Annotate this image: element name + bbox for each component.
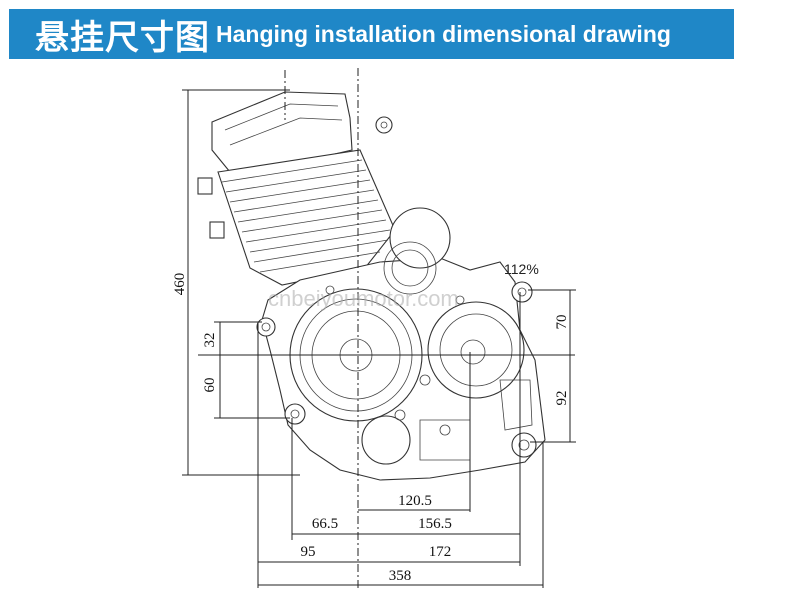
dim-95: 95 — [301, 544, 316, 560]
dim-92: 92 — [554, 391, 570, 406]
title-english: Hanging installation dimensional drawing — [216, 20, 671, 47]
dim-172: 172 — [429, 544, 452, 560]
title-banner: 悬挂尺寸图 Hanging installation dimensional d… — [9, 9, 734, 59]
dim-70: 70 — [554, 315, 570, 330]
dim-60: 60 — [202, 378, 218, 393]
dim-156-5: 156.5 — [418, 516, 452, 532]
dim-358: 358 — [389, 568, 412, 584]
title-chinese: 悬挂尺寸图 — [35, 17, 210, 58]
dim-460: 460 — [172, 273, 188, 296]
dimension-lines — [182, 68, 576, 588]
zoom-label: 112% — [504, 261, 539, 277]
dim-66-5: 66.5 — [312, 516, 338, 532]
dim-120-5: 120.5 — [398, 493, 432, 509]
dim-32: 32 — [202, 333, 218, 348]
watermark-text: cnbeiyoumotor.com — [268, 286, 459, 311]
engine-illustration — [197, 91, 546, 481]
cylinder-fins — [217, 149, 396, 286]
